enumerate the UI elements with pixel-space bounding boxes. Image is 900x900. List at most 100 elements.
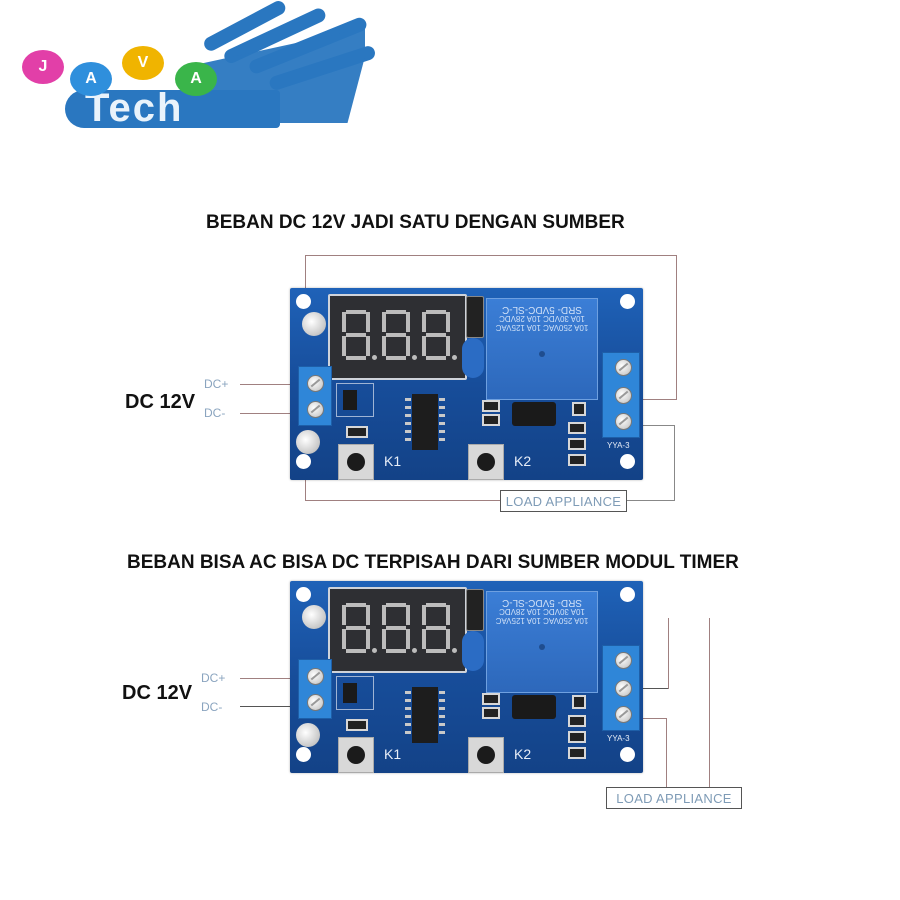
k1-label: K1 bbox=[384, 746, 402, 762]
mount-hole bbox=[296, 747, 311, 762]
timer-relay-board: 10A 250VAC 10A 125VAC 10A 30VDC 10A 28VD… bbox=[290, 288, 643, 480]
voltage-regulator bbox=[336, 383, 374, 417]
seven-segment-display bbox=[328, 587, 467, 673]
wire-load-return bbox=[709, 618, 710, 788]
smd-led bbox=[482, 707, 500, 719]
wire-no-terminal bbox=[640, 718, 667, 719]
smd-led bbox=[482, 414, 500, 426]
screw-dc-minus bbox=[307, 401, 324, 418]
wire-com-vertical bbox=[668, 618, 669, 689]
voltage-regulator bbox=[336, 676, 374, 710]
mount-hole bbox=[296, 294, 311, 309]
smd-component bbox=[568, 747, 586, 759]
jumper bbox=[466, 296, 484, 338]
digit bbox=[342, 603, 377, 653]
capacitor bbox=[302, 605, 326, 629]
relay-output-terminal bbox=[602, 352, 640, 438]
power-input-terminal bbox=[298, 366, 332, 426]
blue-capacitor bbox=[462, 631, 484, 671]
timer-relay-board: 10A 250VAC 10A 125VAC 10A 30VDC 10A 28VD… bbox=[290, 581, 643, 773]
dc-plus-label: DC+ bbox=[201, 671, 226, 685]
wire-dc-minus bbox=[240, 706, 298, 707]
smd-component bbox=[346, 426, 368, 438]
mount-hole bbox=[620, 747, 635, 762]
smd-component bbox=[568, 454, 586, 466]
wire-no-terminal bbox=[628, 425, 675, 426]
wire-right-vertical bbox=[676, 255, 677, 400]
mount-hole bbox=[296, 587, 311, 602]
digit bbox=[422, 603, 457, 653]
java-tech-logo: Tech J A V A bbox=[10, 0, 390, 150]
wire-com-terminal bbox=[633, 688, 668, 689]
logo-letter-j: J bbox=[22, 50, 64, 84]
mount-hole bbox=[620, 454, 635, 469]
wire-bottom bbox=[305, 500, 501, 501]
dc-plus-label: DC+ bbox=[204, 377, 229, 391]
smd-component bbox=[346, 719, 368, 731]
capacitor bbox=[302, 312, 326, 336]
wire-dc-minus bbox=[240, 413, 298, 414]
screw-dc-plus bbox=[307, 375, 324, 392]
smd-led bbox=[568, 731, 586, 743]
wire-dc-plus bbox=[240, 384, 298, 385]
screw-no bbox=[615, 413, 632, 430]
wire-no-vertical bbox=[666, 718, 667, 788]
jumper bbox=[466, 589, 484, 631]
screw-com bbox=[615, 387, 632, 404]
supply-voltage-label: DC 12V bbox=[125, 391, 196, 413]
optocoupler bbox=[512, 695, 556, 719]
dc-minus-label: DC- bbox=[201, 700, 223, 714]
diagram1-title: BEBAN DC 12V JADI SATU DENGAN SUMBER bbox=[206, 212, 625, 233]
wire-to-load bbox=[627, 500, 675, 501]
smd-component bbox=[482, 693, 500, 705]
logo-letter-v: V bbox=[122, 46, 164, 80]
wire-to-com-terminal bbox=[628, 399, 677, 400]
logo-letter-a2: A bbox=[175, 62, 217, 96]
supply-voltage-label: DC 12V bbox=[122, 682, 193, 704]
relay: 10A 250VAC 10A 125VAC 10A 30VDC 10A 28VD… bbox=[486, 591, 598, 693]
dc-minus-label: DC- bbox=[204, 406, 226, 420]
digit bbox=[422, 310, 457, 360]
smd-component bbox=[482, 400, 500, 412]
k2-label: K2 bbox=[514, 746, 532, 762]
capacitor bbox=[296, 430, 320, 454]
screw-nc bbox=[615, 652, 632, 669]
blue-capacitor bbox=[462, 338, 484, 378]
logo-letter-a: A bbox=[70, 62, 112, 96]
screw-dc-plus bbox=[307, 668, 324, 685]
mount-hole bbox=[296, 454, 311, 469]
optocoupler bbox=[512, 402, 556, 426]
logo-tech-bar bbox=[65, 90, 280, 128]
load-appliance-box: LOAD APPLIANCE bbox=[500, 490, 627, 512]
relay-marking: 10A 250VAC 10A 125VAC 10A 30VDC 10A 28VD… bbox=[495, 597, 589, 625]
button-k1 bbox=[338, 737, 374, 773]
k2-label: K2 bbox=[514, 453, 532, 469]
terminal-model-label: YYA-3 bbox=[607, 441, 630, 450]
screw-no bbox=[615, 706, 632, 723]
screw-com bbox=[615, 680, 632, 697]
relay: 10A 250VAC 10A 125VAC 10A 30VDC 10A 28VD… bbox=[486, 298, 598, 400]
relay-marking: 10A 250VAC 10A 125VAC 10A 30VDC 10A 28VD… bbox=[495, 304, 589, 332]
wire-dc-plus bbox=[240, 678, 298, 679]
transistor bbox=[572, 695, 586, 709]
microcontroller-ic bbox=[405, 394, 445, 450]
button-k2 bbox=[468, 444, 504, 480]
wire-top bbox=[305, 255, 677, 256]
k1-label: K1 bbox=[384, 453, 402, 469]
digit bbox=[342, 310, 377, 360]
smd-component bbox=[568, 715, 586, 727]
screw-nc bbox=[615, 359, 632, 376]
load-appliance-box: LOAD APPLIANCE bbox=[606, 787, 742, 809]
diagram2-title: BEBAN BISA AC BISA DC TERPISAH DARI SUMB… bbox=[127, 552, 739, 573]
digit bbox=[382, 310, 417, 360]
capacitor bbox=[296, 723, 320, 747]
mount-hole bbox=[620, 587, 635, 602]
smd-led bbox=[568, 438, 586, 450]
smd-component bbox=[568, 422, 586, 434]
transistor bbox=[572, 402, 586, 416]
microcontroller-ic bbox=[405, 687, 445, 743]
relay-output-terminal bbox=[602, 645, 640, 731]
button-k1 bbox=[338, 444, 374, 480]
screw-dc-minus bbox=[307, 694, 324, 711]
button-k2 bbox=[468, 737, 504, 773]
